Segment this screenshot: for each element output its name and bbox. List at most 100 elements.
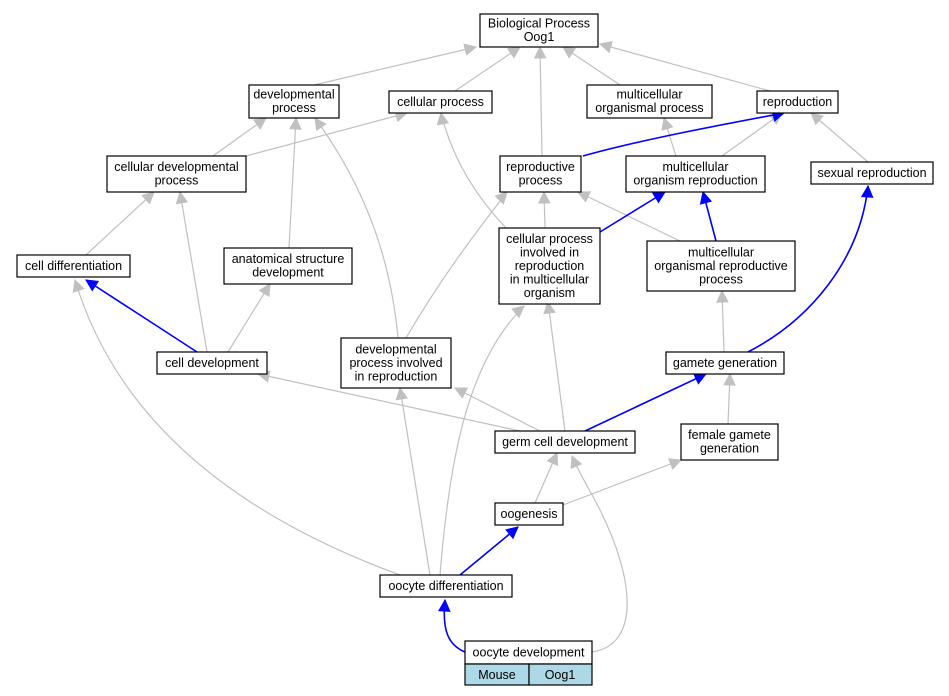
highlighted-edge: [459, 526, 519, 576]
is-a-edge: [440, 112, 507, 229]
annotation-table: Mouse Oog1: [464, 663, 593, 686]
node-box: [499, 155, 582, 193]
go-term-oocyte-development[interactable]: oocyte development: [464, 640, 593, 665]
node-label-line: female gamete: [688, 428, 771, 442]
node-box: [479, 13, 599, 48]
go-term-sexual-reproduction[interactable]: sexual reproduction: [810, 161, 934, 185]
is-a-edge: [439, 305, 525, 576]
highlighted-edge: [584, 373, 707, 432]
node-label-line: gamete generation: [673, 356, 777, 370]
go-term-gamete-generation[interactable]: gamete generation: [665, 351, 785, 375]
arrowhead: [289, 116, 302, 130]
node-label-line: sexual reproduction: [817, 166, 926, 180]
is-a-edge: [599, 43, 771, 92]
arrowhead: [860, 184, 874, 198]
arrowhead: [72, 278, 85, 293]
node-box: [106, 155, 247, 193]
arrowhead: [598, 40, 613, 54]
node-box: [248, 84, 340, 119]
is-a-edge: [399, 387, 431, 576]
node-label-line: organismal reproductive: [654, 259, 787, 273]
node-label-line: process: [272, 101, 316, 115]
arrowhead: [494, 191, 508, 205]
node-box: [756, 90, 839, 114]
node-box: [16, 254, 131, 278]
arrowhead: [141, 191, 155, 205]
node-label-line: reproduction: [763, 95, 833, 109]
is-a-edge: [454, 46, 521, 92]
node-label-line: cell differentiation: [25, 259, 122, 273]
arrowhead: [505, 526, 519, 540]
go-term-cell-development[interactable]: cell development: [156, 351, 268, 375]
node-box: [388, 90, 493, 114]
is-a-edge: [577, 191, 681, 242]
arrowhead: [661, 116, 674, 131]
arrowhead: [543, 300, 556, 315]
graph-nodes: Biological ProcessOog1developmentalproce…: [16, 13, 934, 665]
arrowhead: [85, 279, 100, 292]
go-term-germ-cell-development[interactable]: germ cell development: [494, 430, 636, 454]
arrowhead: [175, 190, 189, 205]
node-label-line: anatomical structure: [232, 252, 345, 266]
node-label-line: in reproduction: [355, 369, 438, 383]
arrowhead: [533, 45, 547, 59]
is-a-edge: [454, 387, 541, 432]
arrowhead: [395, 386, 409, 401]
node-label-line: oocyte development: [473, 645, 585, 659]
node-label-line: cell development: [165, 356, 259, 370]
node-box: [498, 227, 601, 305]
node-label-line: cellular process: [506, 232, 593, 246]
arrowhead: [506, 46, 521, 59]
is-a-edge: [74, 279, 401, 576]
gene-label: Oog1: [545, 668, 576, 682]
gene-cell: [528, 663, 593, 686]
node-label-line: organismal process: [595, 101, 703, 115]
node-label-line: oocyte differentiation: [388, 579, 503, 593]
node-label-line: process involved: [349, 356, 442, 370]
is-a-edge: [257, 373, 521, 432]
node-box: [680, 423, 779, 461]
arrowhead: [562, 46, 577, 59]
go-term-oocyte-differentiation[interactable]: oocyte differentiation: [379, 574, 513, 598]
node-box: [810, 161, 934, 185]
go-term-reproduction[interactable]: reproduction: [756, 90, 839, 114]
go-term-oogenesis[interactable]: oogenesis: [494, 502, 564, 526]
go-term-cellular-process[interactable]: cellular process: [388, 90, 493, 114]
arrowhead: [810, 112, 824, 126]
node-label-line: reproduction: [515, 259, 585, 273]
node-box: [646, 240, 796, 292]
arrowhead: [570, 454, 583, 470]
go-term-cell-differentiation[interactable]: cell differentiation: [16, 254, 131, 278]
node-label-line: generation: [700, 442, 759, 456]
is-a-edge: [562, 459, 682, 506]
highlighted-edge: [747, 185, 869, 353]
node-box: [156, 351, 268, 375]
node-label-line: developmental: [253, 88, 334, 102]
organism-label: Mouse: [478, 668, 516, 682]
node-label-line: cellular process: [397, 95, 484, 109]
highlighted-edge: [582, 112, 785, 157]
node-label-line: Oog1: [524, 30, 555, 44]
node-label-line: Biological Process: [488, 17, 590, 31]
node-box: [625, 155, 766, 193]
arrowhead: [716, 289, 729, 303]
arrowhead: [463, 43, 478, 56]
node-label-line: germ cell development: [502, 435, 628, 449]
arrowhead: [258, 283, 271, 298]
arrowhead: [723, 372, 736, 386]
node-box: [665, 351, 785, 375]
node-label-line: multicellular: [617, 88, 683, 102]
is-a-edge: [313, 46, 477, 86]
